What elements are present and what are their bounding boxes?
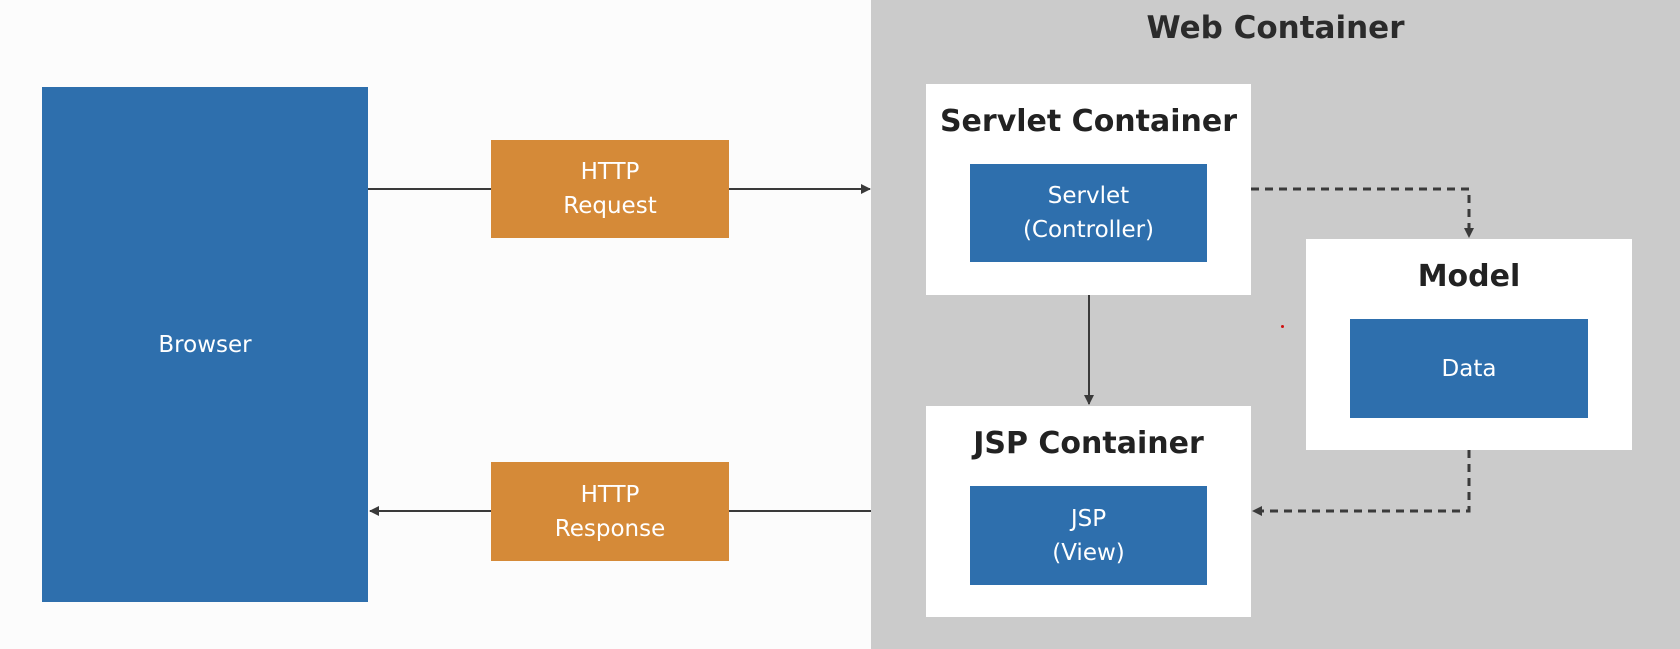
- browser-label: Browser: [158, 331, 252, 358]
- servlet-line2: (Controller): [1022, 217, 1155, 243]
- data-box: Data: [1350, 319, 1588, 418]
- web-container-title: Web Container: [1146, 10, 1405, 46]
- http-request-line1: HTTP: [580, 159, 640, 185]
- servlet-box: Servlet (Controller): [970, 164, 1207, 262]
- http-response-line2: Response: [554, 515, 666, 542]
- servlet-container-title: Servlet Container: [939, 104, 1238, 139]
- model-title: Model: [1417, 259, 1521, 294]
- http-response-box: HTTP Response: [491, 462, 729, 561]
- jsp-box: JSP (View): [970, 486, 1207, 585]
- data-label: Data: [1441, 355, 1497, 382]
- jsp-container-title: JSP Container: [973, 426, 1204, 461]
- browser-box: Browser: [42, 87, 368, 602]
- http-response-line1: HTTP: [580, 481, 640, 508]
- jsp-line1: JSP: [1070, 505, 1107, 532]
- servlet-container-box: Servlet Container Servlet (Controller): [926, 84, 1251, 295]
- cursor-dot: [1281, 325, 1284, 328]
- jsp-container-box: JSP Container JSP (View): [926, 406, 1251, 617]
- http-request-line2: Request: [563, 193, 657, 219]
- jsp-line2: (View): [1052, 539, 1125, 566]
- http-request-box: HTTP Request: [491, 140, 729, 238]
- model-box: Model Data: [1306, 239, 1632, 450]
- servlet-line1: Servlet: [1047, 183, 1130, 209]
